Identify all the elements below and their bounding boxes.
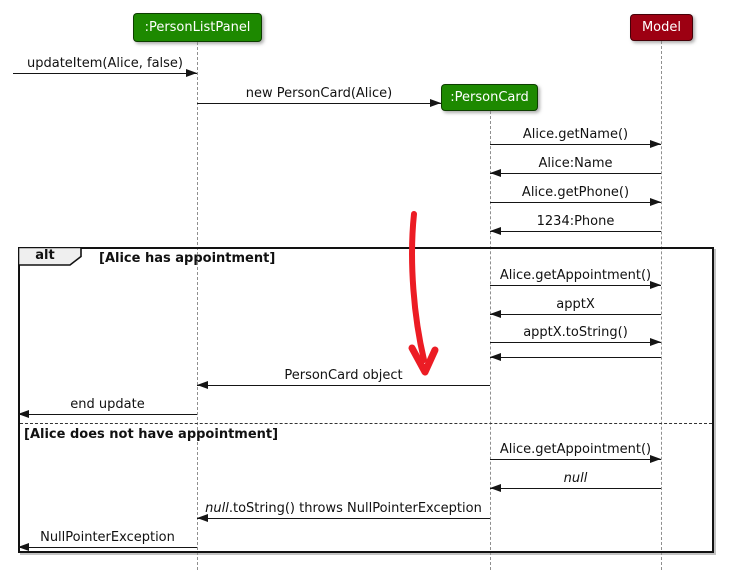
arrowhead-left-icon bbox=[490, 484, 501, 492]
arrowhead-left-icon bbox=[490, 169, 501, 177]
alt-frame-tab: alt bbox=[18, 247, 82, 266]
message-line bbox=[197, 385, 490, 386]
message-line bbox=[490, 342, 661, 343]
participant-personlistpanel-label: :PersonListPanel bbox=[144, 20, 251, 35]
arrowhead-left-icon bbox=[490, 310, 501, 318]
message-label: null bbox=[563, 471, 588, 486]
message-line bbox=[490, 459, 661, 460]
participant-model: Model bbox=[630, 14, 693, 41]
message-line bbox=[490, 488, 661, 489]
message-label: apptX bbox=[556, 297, 595, 312]
red-annotation-arrow-icon bbox=[408, 211, 439, 376]
message-line bbox=[197, 518, 490, 519]
arrowhead-right-icon bbox=[650, 140, 661, 148]
message-label: end update bbox=[70, 397, 145, 412]
participant-model-label: Model bbox=[641, 20, 682, 35]
arrowhead-right-icon bbox=[430, 99, 441, 107]
message-line bbox=[490, 231, 661, 232]
arrowhead-left-icon bbox=[18, 543, 29, 551]
message-label: NullPointerException bbox=[40, 530, 175, 545]
message-line bbox=[490, 314, 661, 315]
message-label: Alice.getName() bbox=[522, 127, 629, 142]
alt-tab-shape bbox=[18, 247, 82, 266]
message-line bbox=[18, 547, 197, 548]
participant-personlistpanel: :PersonListPanel bbox=[133, 13, 262, 42]
message-label: apptX.toString() bbox=[523, 325, 628, 340]
arrowhead-left-icon bbox=[197, 381, 208, 389]
message-line bbox=[490, 144, 661, 145]
lifeline-model bbox=[661, 41, 662, 570]
message-label: Alice.getAppointment() bbox=[499, 268, 652, 283]
message-line bbox=[490, 285, 661, 286]
message-line bbox=[197, 103, 441, 104]
message-label: 1234:Phone bbox=[536, 214, 615, 229]
message-label: PersonCard object bbox=[284, 368, 403, 383]
lifeline-personlistpanel bbox=[197, 42, 198, 570]
participant-personcard: :PersonCard bbox=[441, 84, 538, 111]
arrowhead-left-icon bbox=[490, 227, 501, 235]
arrowhead-right-icon bbox=[650, 281, 661, 289]
participant-personcard-label: :PersonCard bbox=[450, 90, 529, 105]
message-label: null.toString() throws NullPointerExcept… bbox=[197, 501, 490, 516]
lifeline-personcard bbox=[490, 111, 491, 570]
arrowhead-left-icon bbox=[18, 410, 29, 418]
message-label: Alice:Name bbox=[538, 156, 613, 171]
alt-guard-1: [Alice has appointment] bbox=[99, 251, 276, 266]
alt-guard-2: [Alice does not have appointment] bbox=[24, 427, 279, 442]
message-label: new PersonCard(Alice) bbox=[245, 86, 393, 101]
message-line bbox=[13, 73, 197, 74]
message-label: Alice.getPhone() bbox=[521, 185, 630, 200]
message-label: updateItem(Alice, false) bbox=[27, 56, 183, 71]
message-line bbox=[490, 173, 661, 174]
message-line bbox=[490, 202, 661, 203]
message-label: Alice.getAppointment() bbox=[499, 442, 652, 457]
message-line bbox=[18, 414, 197, 415]
arrowhead-right-icon bbox=[650, 338, 661, 346]
alt-operator-label: alt bbox=[35, 248, 55, 263]
alt-frame: alt [Alice has appointment] [Alice does … bbox=[18, 247, 714, 553]
arrowhead-left-icon bbox=[490, 353, 501, 361]
arrowhead-left-icon bbox=[197, 514, 208, 522]
alt-divider bbox=[20, 423, 712, 424]
arrowhead-right-icon bbox=[650, 198, 661, 206]
message-label-rest: .toString() throws NullPointerException bbox=[228, 501, 482, 516]
arrowhead-right-icon bbox=[186, 69, 197, 77]
message-line bbox=[490, 357, 661, 358]
arrowhead-right-icon bbox=[650, 455, 661, 463]
message-label-italic-part: null bbox=[205, 501, 229, 516]
